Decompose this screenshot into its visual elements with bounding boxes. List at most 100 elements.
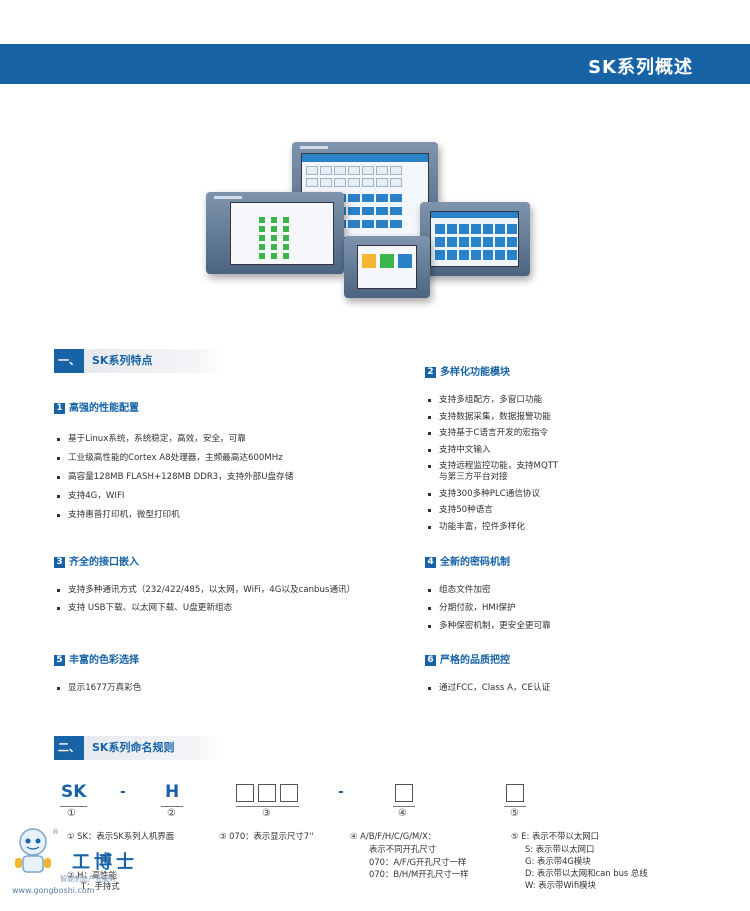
section-number: 一、: [54, 349, 84, 373]
screen-cell: [259, 244, 265, 250]
hmi-device-large: [292, 142, 438, 246]
screen-cell: [471, 224, 481, 234]
list-item: 工业级高性能的Cortex A8处理器，主频最高达600MHz: [55, 453, 293, 464]
screen-cell: [362, 178, 374, 187]
watermark-brand: 工博士: [72, 852, 138, 873]
screen-cell: [271, 217, 277, 223]
screen-cell: [447, 224, 457, 234]
screen-cell: [459, 250, 469, 260]
screen-cell: [376, 220, 388, 228]
list-item: 支持 USB下载、以太网下载、U盘更新组态: [55, 603, 355, 614]
list-item: 支持50种语言: [426, 505, 558, 516]
screen-cell: [259, 217, 265, 223]
watermark-tagline: 智能制造产业服务: [60, 875, 116, 883]
registered-mark: ®: [52, 828, 59, 836]
screen-cell: [483, 250, 493, 260]
screen-cell: [459, 237, 469, 247]
list-item: 支持4G，WIFI: [55, 491, 293, 502]
screen-cell: [348, 220, 360, 228]
screen-cell: [283, 253, 289, 259]
screen-cell: [471, 237, 481, 247]
screen-cell: [435, 237, 445, 247]
list-item: 支持多种通讯方式（232/422/485，以太网，WiFi，4G以及canbus…: [55, 585, 355, 596]
hmi-device-right: [420, 202, 530, 276]
list-item: 组态文件加密: [426, 585, 551, 596]
screen-cell: [376, 178, 388, 187]
page-title: SK系列概述: [588, 57, 693, 78]
screen-cell: [390, 220, 402, 228]
underline: [60, 806, 87, 807]
screen-cell: [348, 166, 360, 175]
screen-cell: [271, 244, 277, 250]
screen-cell: [390, 178, 402, 187]
screen-cell: [507, 237, 517, 247]
section-heading-naming: 二、 SK系列命名规则: [54, 736, 224, 760]
circle-5: ⑤: [510, 808, 519, 819]
screen-cell: [483, 237, 493, 247]
def-5b: S: 表示带以太网口: [525, 844, 595, 854]
list-item: 支持多组配方，多窗口功能: [426, 395, 558, 406]
list-interfaces: 支持多种通讯方式（232/422/485，以太网，WiFi，4G以及canbus…: [55, 585, 355, 614]
def-4b: 表示不同开孔尺寸: [369, 844, 436, 854]
screen-cell: [283, 217, 289, 223]
screen-cell: [447, 237, 457, 247]
def-5e: W: 表示带Wifi模块: [525, 880, 596, 890]
underline: [161, 806, 183, 807]
circle-1: ①: [67, 808, 76, 819]
screen-cell: [334, 178, 346, 187]
hmi-device-small: [344, 236, 430, 298]
list-colors: 显示1677万真彩色: [55, 683, 141, 694]
screen-cell: [507, 224, 517, 234]
def-1: ① SK：表示SK系列人机界面: [67, 831, 175, 841]
screen-cell: [495, 224, 505, 234]
code-box: [506, 784, 524, 802]
screen-cell: [306, 178, 318, 187]
def-4d: 070：B/H/M开孔尺寸一样: [369, 869, 469, 879]
def-5a: ⑤ E: 表示不带以太网口: [511, 831, 599, 841]
screen-cell: [483, 224, 493, 234]
screen-cell: [271, 226, 277, 232]
screen-cell: [447, 250, 457, 260]
list-item: 高容量128MB FLASH+128MB DDR3，支持外部U盘存储: [55, 472, 293, 483]
screen-cell: [362, 207, 374, 215]
section-label: SK系列命名规则: [84, 736, 224, 760]
screen-cell: [362, 166, 374, 175]
list-item: 通过FCC，Class A，CE认证: [426, 683, 550, 694]
code-dash: -: [120, 784, 126, 800]
screen-cell: [362, 220, 374, 228]
list-quality: 通过FCC，Class A，CE认证: [426, 683, 550, 694]
screen-cell: [390, 194, 402, 202]
list-item: 功能丰富，控件多样化: [426, 522, 558, 533]
code-box: [280, 784, 298, 802]
def-4a: ④ A/B/F/H/C/G/M/X：: [350, 831, 437, 841]
def-5c: G: 表示带4G模块: [525, 856, 591, 866]
list-performance: 基于Linux系统，系统稳定，高效，安全，可靠 工业级高性能的Cortex A8…: [55, 434, 293, 521]
screen-cell: [271, 235, 277, 241]
code-box: [258, 784, 276, 802]
circle-3: ③: [262, 808, 271, 819]
screen-cell: [390, 166, 402, 175]
list-password: 组态文件加密 分期付款，HMI保护 多种保密机制，更安全更可靠: [426, 585, 551, 632]
def-5d: D: 表示带以太网和can bus 总线: [525, 868, 648, 878]
screen-cell: [271, 253, 277, 259]
screen-cell: [435, 250, 445, 260]
code-sk: SK: [61, 782, 87, 802]
screen-cell: [348, 194, 360, 202]
list-item: 支持基于C语言开发的宏指令: [426, 428, 558, 439]
def-2b: T：手持式: [81, 881, 120, 891]
screen-cell: [495, 250, 505, 260]
code-dash: -: [338, 784, 344, 800]
product-image: [200, 136, 550, 306]
underline: [504, 806, 526, 807]
watermark-url: www.gongboshi.com: [12, 886, 95, 895]
screen-cell: [390, 207, 402, 215]
robot-logo-icon: [15, 828, 51, 873]
underline: [236, 806, 299, 807]
screen-cell: [320, 178, 332, 187]
